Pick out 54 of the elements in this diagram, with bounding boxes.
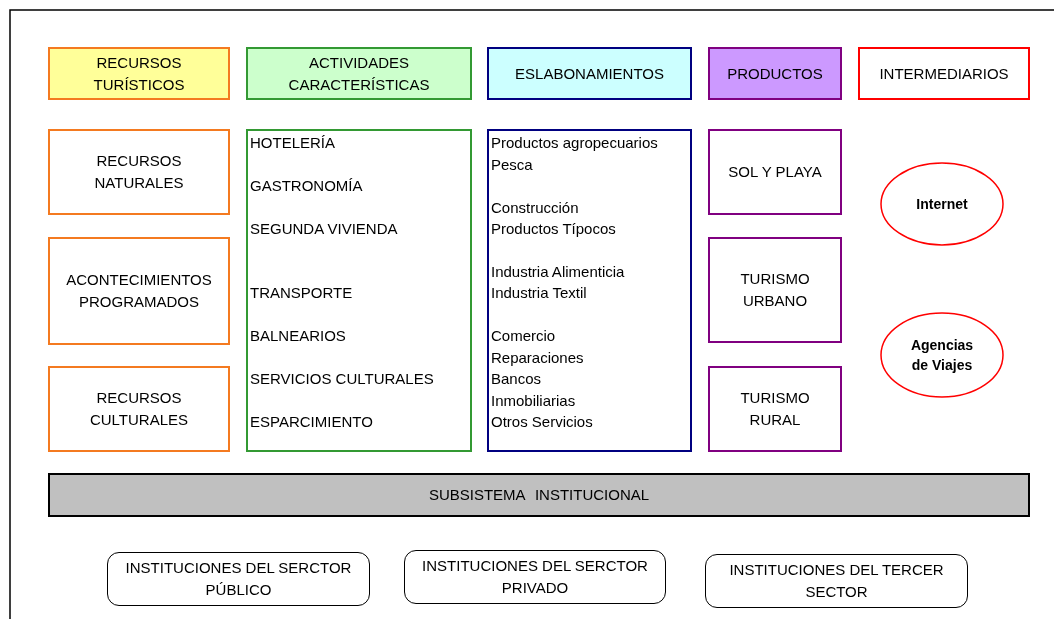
list-item: Construcción	[491, 199, 579, 217]
list-item: Inmobiliarias	[491, 392, 576, 410]
list-item: Productos Típocos	[491, 220, 616, 238]
list-item: Otros Servicios	[491, 413, 593, 431]
category-header	[246, 47, 472, 100]
product-box	[708, 366, 842, 452]
category-header	[48, 47, 230, 100]
institution-box	[404, 550, 666, 604]
box-label: Agencias de Viajes	[909, 336, 975, 375]
institution-box	[705, 554, 968, 608]
list-item: ESPARCIMIENTO	[250, 413, 373, 431]
list-item: HOTELERÍA	[250, 134, 336, 152]
list-item: TRANSPORTE	[250, 284, 353, 302]
list-item: Reparaciones	[491, 349, 584, 367]
intermediary-ellipse	[880, 162, 1004, 246]
list-item: Bancos	[491, 370, 542, 388]
box-label: Internet	[916, 195, 968, 214]
category-header	[487, 47, 692, 100]
box-label: TURISMO URBANO	[739, 269, 811, 311]
resource-box	[48, 237, 230, 345]
list-item: Comercio	[491, 327, 556, 345]
list-item: BALNEARIOS	[250, 327, 346, 345]
box-label: TURISMO RURAL	[739, 388, 811, 430]
list-item: Industria Textil	[491, 284, 587, 302]
box-label: ACONTECIMIENTOS PROGRAMADOS	[65, 270, 213, 312]
box-label: RECURSOS NATURALES	[93, 151, 185, 193]
box-label: SOL Y PLAYA	[728, 162, 822, 182]
linkages-box	[487, 129, 692, 452]
resource-box	[48, 366, 230, 452]
box-label: RECURSOS TURÍSTICOS	[92, 52, 186, 95]
product-box	[708, 237, 842, 343]
box-label: RECURSOS CULTURALES	[88, 388, 190, 430]
list-item: Pesca	[491, 156, 533, 174]
box-label: SUBSISTEMA INSTITUCIONAL	[428, 485, 650, 505]
list-item: GASTRONOMÍA	[250, 177, 363, 195]
list-item: SERVICIOS CULTURALES	[250, 370, 434, 388]
box-label: INSTITUCIONES DEL SERCTOR PÚBLICO	[124, 558, 353, 600]
list-item: Productos agropecuarios	[491, 134, 658, 152]
box-label: INTERMEDIARIOS	[879, 63, 1009, 84]
category-header	[858, 47, 1030, 100]
list-item: SEGUNDA VIVIENDA	[250, 220, 398, 238]
category-header	[708, 47, 842, 100]
product-box	[708, 129, 842, 215]
activities-box	[246, 129, 472, 452]
intermediary-ellipse	[880, 312, 1004, 398]
list-item: Industria Alimenticia	[491, 263, 625, 281]
box-label: INSTITUCIONES DEL SERCTOR PRIVADO	[421, 556, 649, 598]
institution-box	[107, 552, 370, 606]
resource-box	[48, 129, 230, 215]
box-label: PRODUCTOS	[727, 63, 823, 84]
box-label: ACTIVIDADES CARACTERÍSTICAS	[287, 52, 431, 95]
box-label: ESLABONAMIENTOS	[515, 63, 664, 84]
box-label: INSTITUCIONES DEL TERCER SECTOR	[728, 560, 945, 602]
institutional-bar	[48, 473, 1030, 517]
